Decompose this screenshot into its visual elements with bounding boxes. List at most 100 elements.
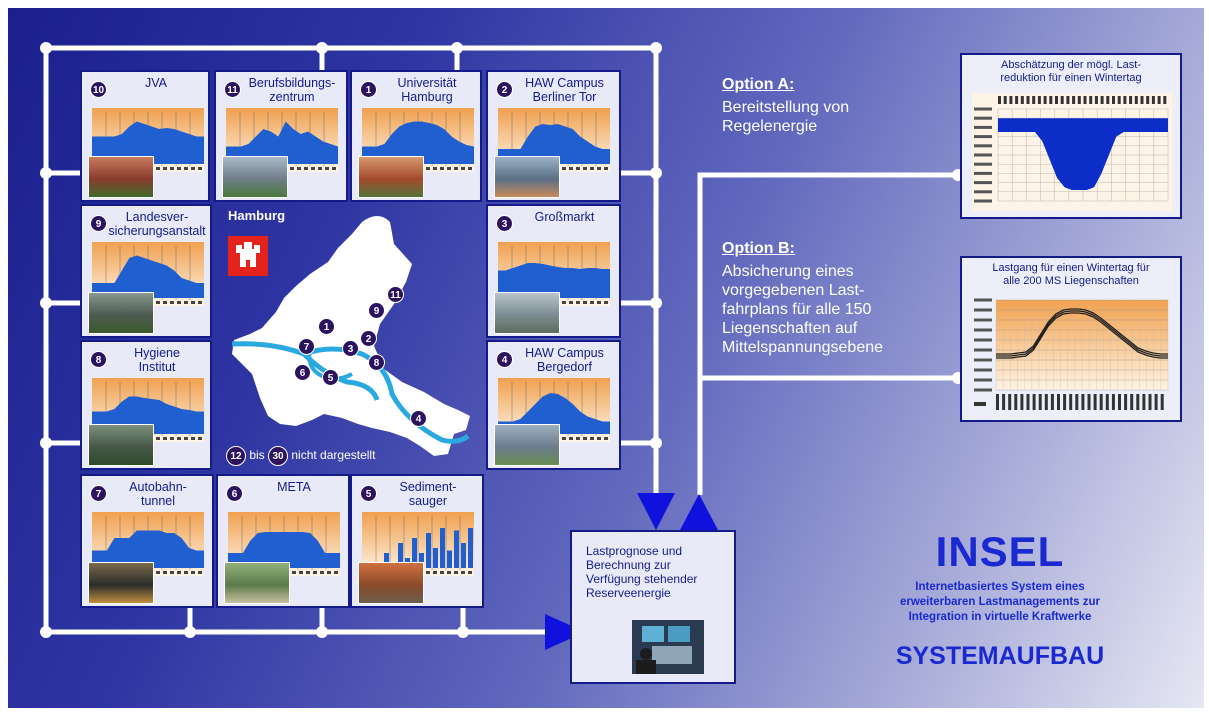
y-tick-label [974,388,992,392]
site-name: Hygiene Institut [134,346,180,374]
option-b-chart [974,298,1169,410]
x-tick-label [1081,394,1085,410]
x-tick-label [306,571,310,574]
x-tick-label [604,301,608,304]
x-tick-label [170,571,174,574]
x-tick-label [433,167,437,170]
y-tick-label [974,358,992,362]
map-city-label: Hamburg [228,208,286,223]
option-a-chart-frame: Abschätzung der mögl. Last- reduktion fü… [960,53,1182,219]
y-tick-label [974,153,992,157]
x-tick-label [334,571,338,574]
x-tick-label [1118,394,1121,410]
river-elbe [231,341,470,444]
x-tick-label [454,571,458,574]
site-load-chart [92,108,204,172]
y-tick-label [974,328,992,332]
x-tick-label [1083,96,1087,104]
x-tick-label [1055,96,1058,104]
load-bar [426,533,431,568]
x-tick-label [996,394,999,410]
x-tick-label [1077,96,1081,104]
x-tick-label [468,167,472,170]
x-tick-label [1008,394,1012,410]
x-tick-label [583,437,587,440]
x-tick-label [468,571,472,574]
x-tick-label [198,167,202,170]
x-tick-label [1163,96,1167,104]
site-number-badge: 10 [90,81,107,98]
x-tick-label [1057,394,1060,410]
note-badge-from: 12 [226,446,246,466]
x-tick-label [1140,96,1144,104]
note-mid: bis [249,448,265,462]
option-a-heading: Option A: [722,76,795,93]
x-tick-label [1038,394,1042,410]
x-tick-label [569,437,573,440]
map-site-marker: 11 [387,286,404,303]
map-site-marker: 1 [318,318,335,335]
x-tick-label [1154,394,1158,410]
x-tick-label [562,301,566,304]
not-shown-note: 12 bis 30 nicht dargestellt [226,446,375,466]
y-tick-label [974,107,992,111]
x-tick-label [332,167,336,170]
x-tick-label [604,437,608,440]
y-tick-label [974,318,992,322]
x-tick-label [170,167,174,170]
x-tick-label [290,167,294,170]
arrow-down [637,493,675,530]
x-tick-label [440,571,444,574]
x-tick-label [1100,96,1104,104]
x-tick-label [590,167,594,170]
x-tick-label [569,167,573,170]
x-tick-label [177,571,181,574]
x-tick-label [461,571,465,574]
x-tick-label [1020,394,1024,410]
site-card: 10 JVA [80,70,210,202]
x-tick-label [177,167,181,170]
y-tick-label [974,190,992,194]
x-tick-label [1129,96,1133,104]
site-name: Sediment- sauger [399,480,457,508]
site-number-badge: 11 [224,81,241,98]
x-tick-label [191,437,195,440]
load-bar [398,543,403,568]
site-name: Großmarkt [534,210,595,224]
x-tick-label [297,167,301,170]
x-tick-label [1075,394,1079,410]
x-tick-label [299,571,303,574]
x-tick-label [461,167,465,170]
y-tick-label [974,162,992,166]
brand-title: INSEL [935,528,1065,575]
site-name: Autobahn- tunnel [129,480,187,508]
load-bar [419,553,424,568]
note-badge-to: 30 [268,446,289,466]
x-tick-label [1044,394,1048,410]
x-tick-label [1003,96,1007,104]
x-tick-label [198,571,202,574]
site-name: JVA [145,76,167,90]
x-tick-label [156,301,160,304]
load-area [92,530,204,568]
site-photo [88,292,154,334]
x-tick-label [156,571,160,574]
x-tick-label [1089,96,1093,104]
site-photo [88,562,154,604]
load-area [92,255,204,298]
option-b-chart-frame: Lastgang für einen Wintertag für alle 20… [960,256,1182,422]
x-tick-label [1015,96,1019,104]
site-photo [358,156,424,198]
x-tick-label [1060,96,1064,104]
x-tick-label [1160,394,1164,410]
x-tick-label [1124,394,1128,410]
x-tick-label [583,301,587,304]
option-a-chart [972,93,1172,211]
x-tick-label [170,437,174,440]
